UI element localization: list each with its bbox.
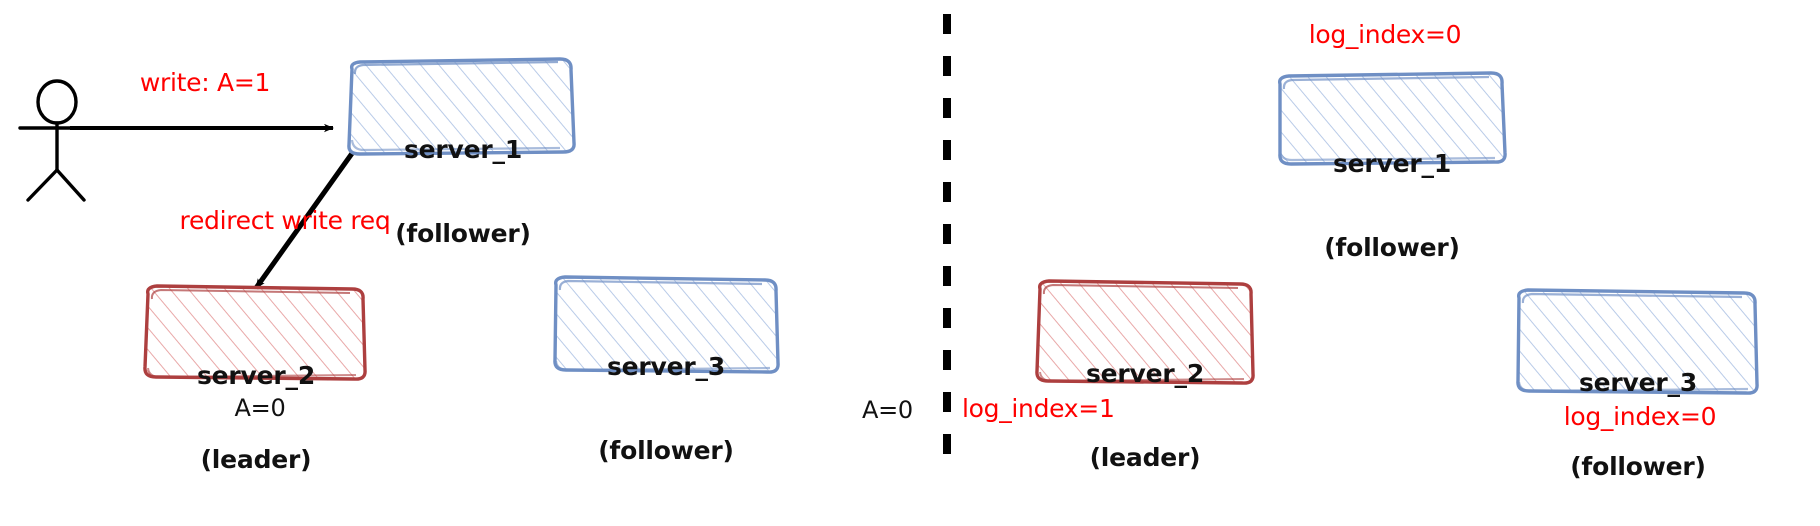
node-left-server-1[interactable]: [347, 57, 576, 156]
stick-figure-icon: [18, 79, 97, 202]
right-server1-log-index-label: log_index=0: [1308, 20, 1462, 49]
right-server3-log-index-label: log_index=0: [1563, 402, 1717, 431]
redirect-write-arrow: [253, 150, 356, 290]
redirect-write-arrow-label: redirect write req: [179, 206, 391, 235]
write-request-arrow-label: write: A=1: [139, 68, 271, 97]
node-right-server-3[interactable]: [1516, 288, 1759, 395]
node-right-server-1[interactable]: [1278, 71, 1507, 166]
node-left-server-3[interactable]: [553, 275, 780, 374]
right-server2-value-label: A=0: [862, 396, 913, 424]
left-server2-value-label: A=0: [234, 394, 286, 422]
node-left-server-2[interactable]: [143, 284, 367, 381]
node-right-server-2[interactable]: [1035, 279, 1255, 385]
right-server2-log-index-label: log_index=1: [962, 394, 1115, 423]
